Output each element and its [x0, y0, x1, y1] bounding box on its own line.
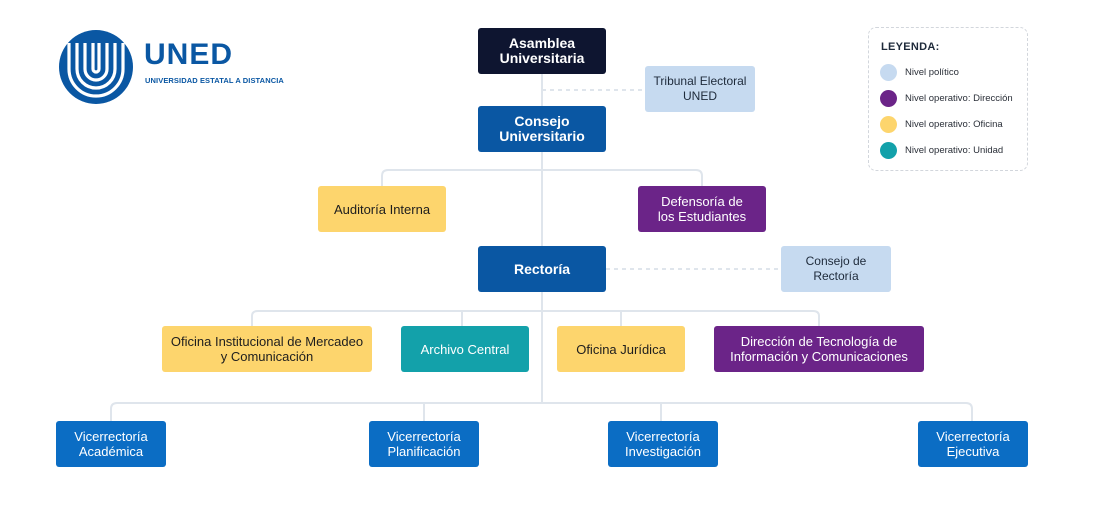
node-tribunal-electoral[interactable]: Tribunal Electoral UNED: [645, 66, 755, 112]
branch-line-offices: [251, 310, 820, 326]
node-consejo-universitario[interactable]: Consejo Universitario: [478, 106, 606, 152]
logo-subtitle: UNIVERSIDAD ESTATAL A DISTANCIA: [145, 76, 284, 85]
legend-swatch-direccion: [880, 89, 897, 107]
legend-swatch-oficina: [880, 115, 897, 133]
node-auditoria-interna[interactable]: Auditoría Interna: [318, 186, 446, 232]
node-defensoria-estudiantes[interactable]: Defensoría de los Estudiantes: [638, 186, 766, 232]
node-archivo-central[interactable]: Archivo Central: [401, 326, 529, 372]
node-vicerrectoria-investigacion[interactable]: Vicerrectoría Investigación: [608, 421, 718, 467]
legend-item-politico: Nivel político: [880, 63, 959, 81]
legend-item-unidad: Nivel operativo: Unidad: [880, 141, 1003, 159]
node-rectoria[interactable]: Rectoría: [478, 246, 606, 292]
uned-emblem-icon: [59, 30, 133, 104]
legend-label-direccion: Nivel operativo: Dirección: [905, 92, 1013, 104]
legend-swatch-politico: [880, 63, 897, 81]
node-vicerrectoria-ejecutiva[interactable]: Vicerrectoría Ejecutiva: [918, 421, 1028, 467]
branch-line-vicerrectorias: [110, 402, 973, 421]
node-oficina-mercadeo[interactable]: Oficina Institucional de Mercadeo y Comu…: [162, 326, 372, 372]
node-vicerrectoria-planificacion[interactable]: Vicerrectoría Planificación: [369, 421, 479, 467]
node-consejo-rectoria[interactable]: Consejo de Rectoría: [781, 246, 891, 292]
node-asamblea-universitaria[interactable]: Asamblea Universitaria: [478, 28, 606, 74]
legend-label-politico: Nivel político: [905, 66, 959, 78]
branch-line-staff: [381, 169, 703, 186]
uned-logo: [59, 30, 133, 104]
legend-label-unidad: Nivel operativo: Unidad: [905, 144, 1004, 156]
node-oficina-juridica[interactable]: Oficina Jurídica: [557, 326, 685, 372]
legend-panel: LEYENDA: Nivel político Nivel operativo:…: [868, 27, 1028, 171]
node-direccion-tecnologia[interactable]: Dirección de Tecnología de Información y…: [714, 326, 924, 372]
legend-title: LEYENDA:: [881, 41, 940, 53]
legend-label-oficina: Nivel operativo: Oficina: [905, 118, 1003, 130]
logo-title: UNED: [144, 38, 234, 71]
legend-item-direccion: Nivel operativo: Dirección: [880, 89, 1013, 107]
node-vicerrectoria-academica[interactable]: Vicerrectoría Académica: [56, 421, 166, 467]
legend-item-oficina: Nivel operativo: Oficina: [880, 115, 1003, 133]
legend-swatch-unidad: [880, 141, 897, 159]
